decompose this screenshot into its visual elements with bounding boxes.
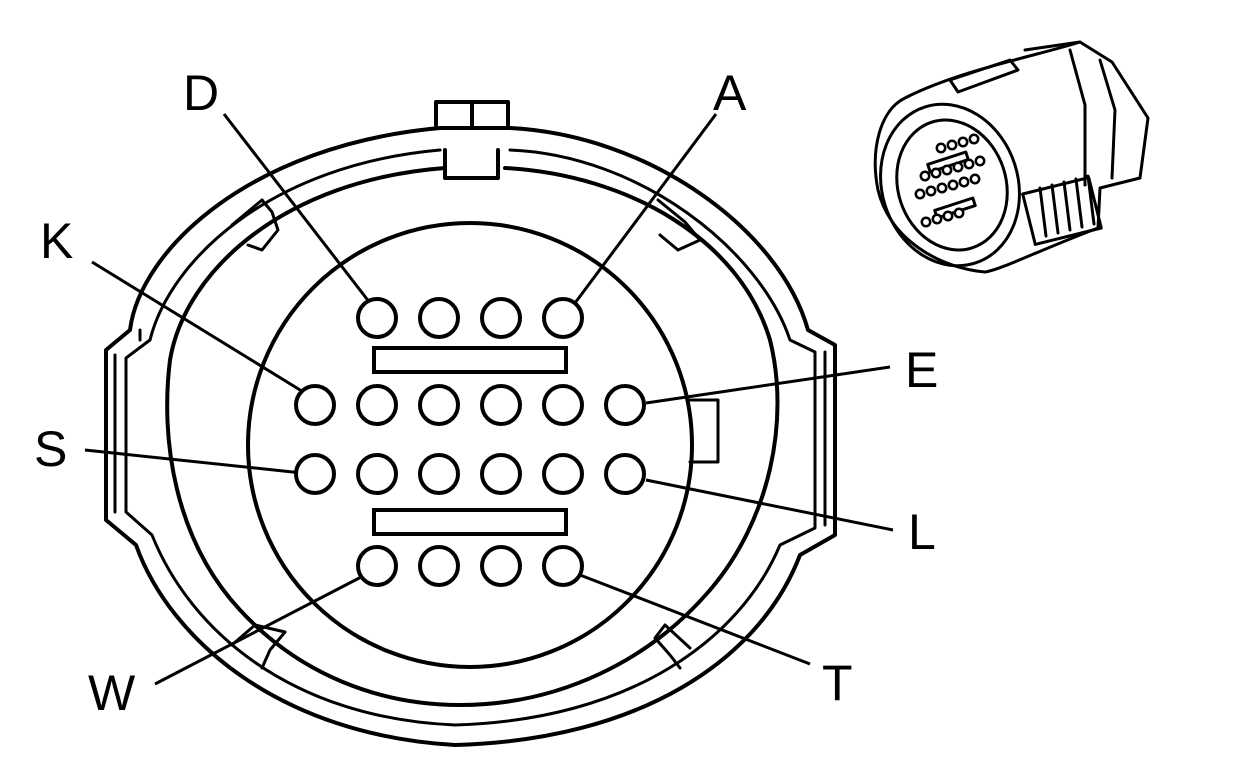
pin-cavity bbox=[542, 545, 584, 587]
pin-cavity bbox=[480, 545, 522, 587]
connector-outer-shell bbox=[104, 126, 837, 747]
pin-cavity bbox=[356, 453, 398, 495]
connector-face-circle bbox=[246, 221, 694, 669]
pin-cavity bbox=[418, 453, 460, 495]
leader-line-t bbox=[579, 573, 811, 666]
thumbnail-pin bbox=[925, 185, 937, 197]
upper-polarizing-bar bbox=[372, 346, 568, 374]
thumbnail-pin bbox=[952, 161, 964, 173]
thumbnail-pin bbox=[920, 216, 932, 228]
leader-line-k bbox=[91, 260, 306, 395]
pin-cavity bbox=[480, 297, 522, 339]
pin-labels: D A K E S L W T bbox=[34, 65, 938, 721]
pin-label-w: W bbox=[88, 665, 136, 721]
thumbnail-pin bbox=[936, 182, 948, 194]
left-side-rail bbox=[113, 328, 142, 514]
pin-cavity bbox=[418, 384, 460, 426]
pin-cavity bbox=[356, 384, 398, 426]
pin-cavity bbox=[542, 297, 584, 339]
thumbnail-pin bbox=[963, 158, 975, 170]
thumbnail-latch-grille bbox=[1021, 176, 1103, 246]
thumbnail-top-ridge bbox=[948, 40, 1082, 94]
pin-label-t: T bbox=[822, 655, 853, 711]
thumbnail-pin bbox=[930, 167, 942, 179]
right-key-notch bbox=[688, 398, 720, 464]
pin-cavity bbox=[294, 453, 336, 495]
pin-label-k: K bbox=[40, 213, 73, 269]
connector-3d-thumbnail bbox=[873, 40, 1150, 274]
thumbnail-pin bbox=[958, 176, 970, 188]
thumbnail-pin bbox=[935, 142, 947, 154]
pin-cavity bbox=[356, 297, 398, 339]
pin-cavity bbox=[418, 545, 460, 587]
pin-cavity bbox=[542, 453, 584, 495]
pin-cavity bbox=[356, 545, 398, 587]
leader-line-s bbox=[84, 448, 303, 475]
connector-body bbox=[104, 100, 837, 747]
pin-cavity bbox=[480, 453, 522, 495]
pin-label-d: D bbox=[183, 65, 219, 121]
thumbnail-pin bbox=[953, 207, 965, 219]
thumbnail-pin bbox=[957, 136, 969, 148]
thumbnail-pin bbox=[946, 139, 958, 151]
latch-notch-top-right bbox=[656, 198, 702, 252]
leader-line-e bbox=[645, 365, 891, 405]
connector-housing-ring bbox=[165, 166, 780, 707]
thumbnail-latch-ribs bbox=[1038, 174, 1096, 238]
pin-cavity bbox=[480, 384, 522, 426]
pin-label-s: S bbox=[34, 421, 67, 477]
thumbnail-pin bbox=[942, 210, 954, 222]
thumbnail-pin bbox=[931, 213, 943, 225]
pin-cavity bbox=[604, 384, 646, 426]
thumbnail-pin bbox=[968, 133, 980, 145]
leader-line-w bbox=[154, 573, 366, 686]
pin-cavities bbox=[294, 297, 646, 587]
pin-cavity bbox=[542, 384, 584, 426]
thumbnail-pin bbox=[969, 173, 981, 185]
thumbnail-barrel bbox=[873, 40, 1150, 274]
thumbnail-front-face bbox=[879, 102, 1021, 268]
top-key-tab bbox=[434, 100, 510, 127]
latch-notch-top-left bbox=[230, 198, 280, 252]
thumbnail-side-lines bbox=[1068, 48, 1117, 187]
pin-label-l: L bbox=[908, 504, 936, 560]
leader-line-a bbox=[573, 113, 718, 304]
thumbnail-pin bbox=[919, 170, 931, 182]
thumbnail-pin bbox=[947, 179, 959, 191]
pin-label-e: E bbox=[905, 342, 938, 398]
pin-cavity bbox=[294, 384, 336, 426]
latch-notch-bottom-right bbox=[653, 623, 692, 670]
lower-polarizing-bar bbox=[372, 508, 568, 536]
thumbnail-pin bbox=[914, 188, 926, 200]
pin-cavity bbox=[418, 297, 460, 339]
thumbnail-pin bbox=[974, 155, 986, 167]
leader-lines bbox=[84, 113, 894, 686]
thumbnail-pin bbox=[941, 164, 953, 176]
thumbnail-front-face-inner bbox=[895, 118, 1009, 252]
thumbnail-pins bbox=[914, 133, 986, 228]
pin-cavity bbox=[604, 453, 646, 495]
latch-notch-bottom-left bbox=[230, 623, 287, 670]
top-key-slot bbox=[443, 148, 500, 180]
pin-label-a: A bbox=[713, 65, 747, 121]
leader-line-d bbox=[222, 113, 372, 304]
connector-shell-inner-line bbox=[124, 148, 817, 727]
leader-line-l bbox=[645, 478, 894, 532]
